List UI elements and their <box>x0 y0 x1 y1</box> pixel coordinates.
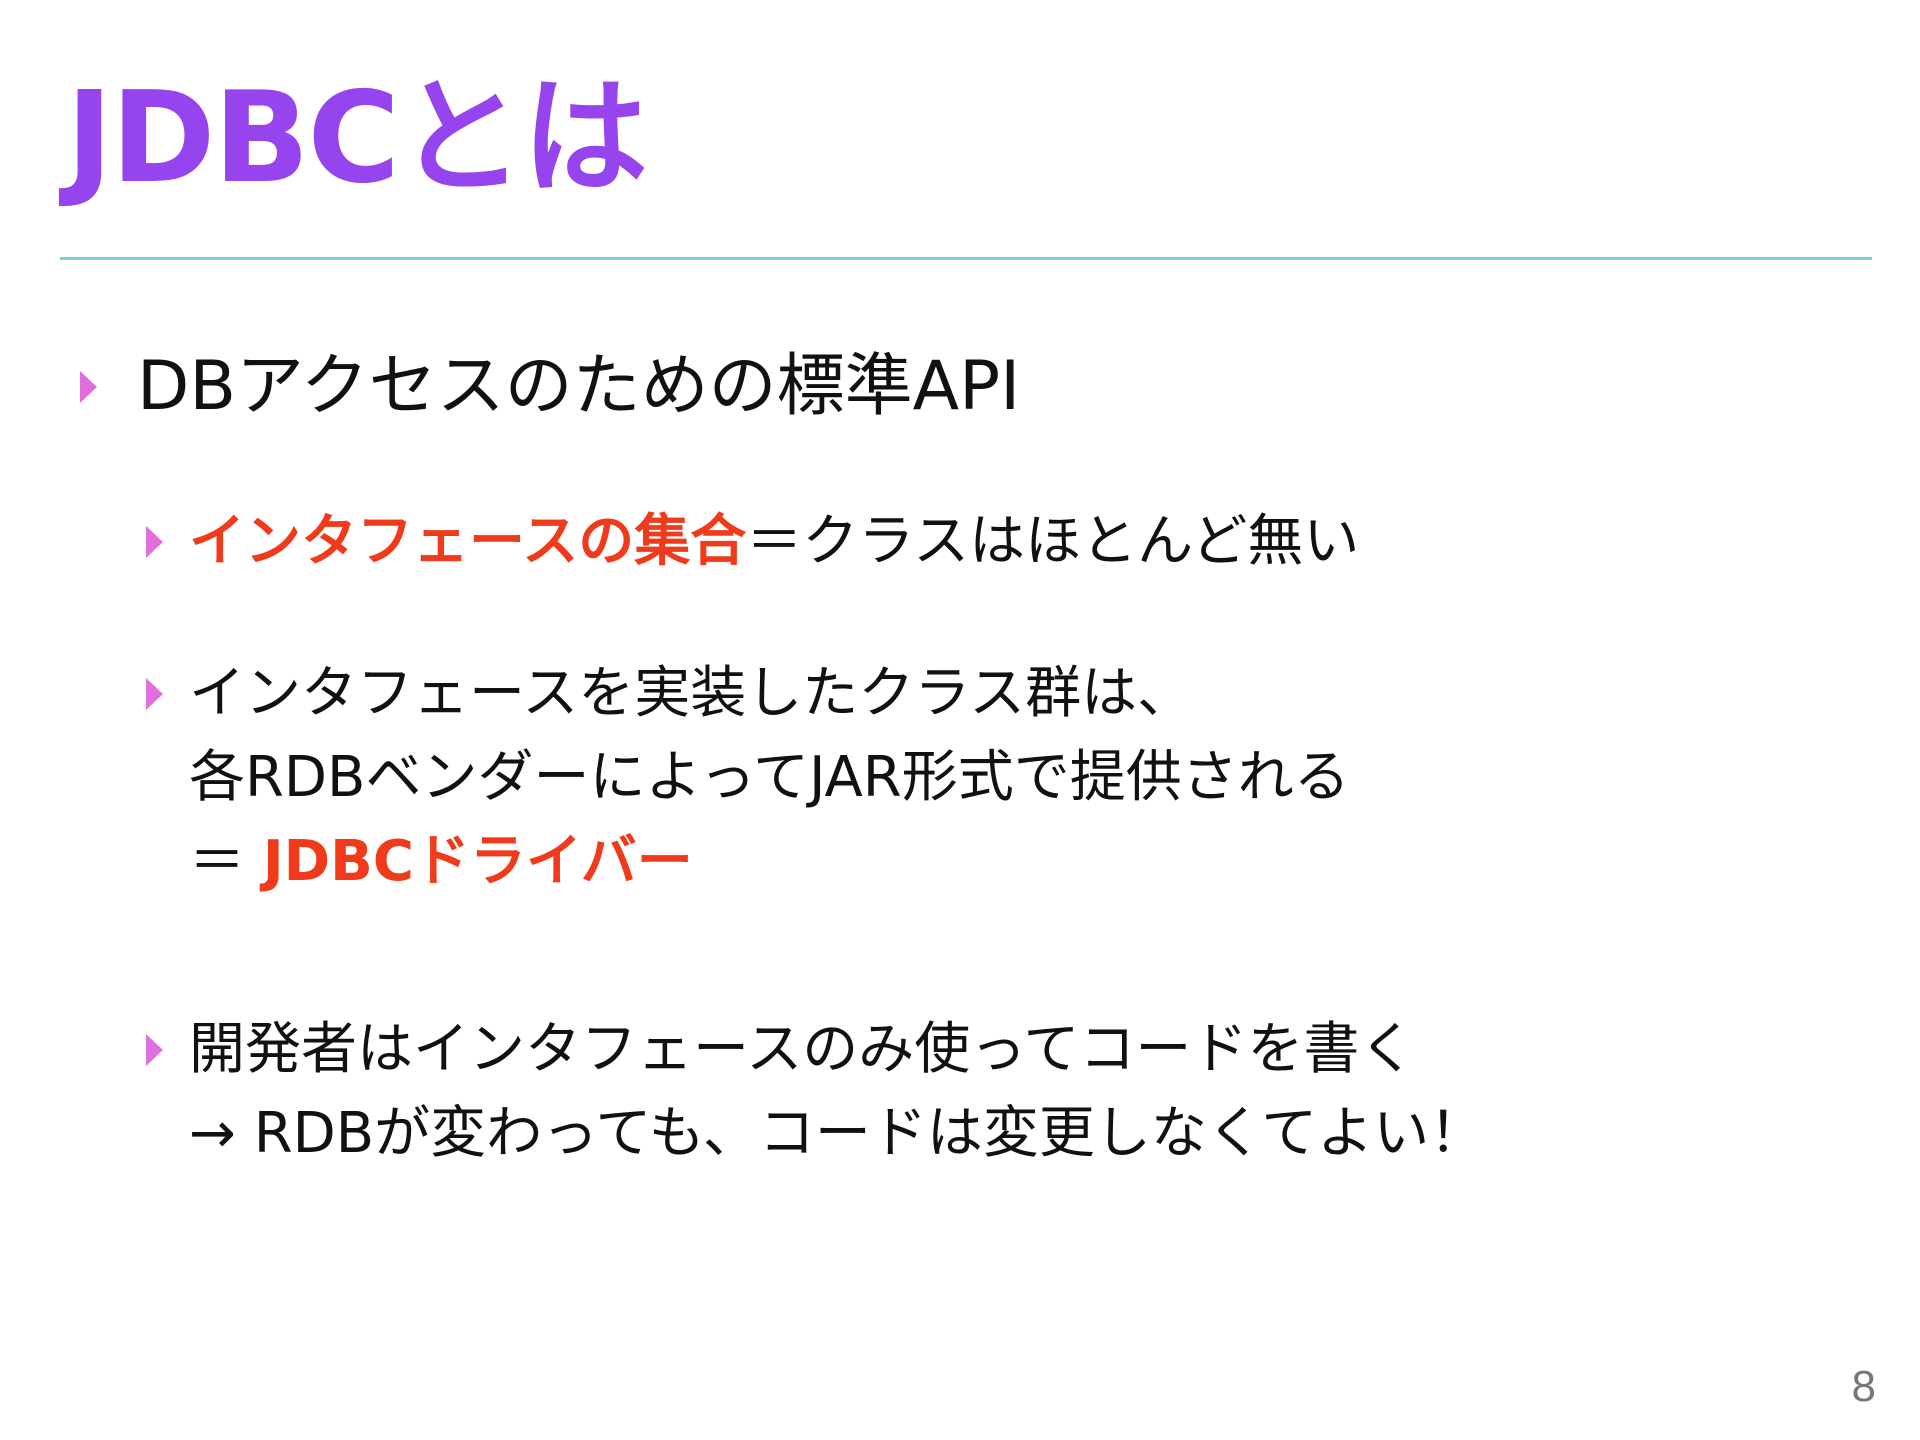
bullet-line: 各RDBベンダーによってJAR形式で提供される <box>189 745 1350 810</box>
bullet-line: インタフェースを実装したクラス群は、 <box>189 661 1194 726</box>
bullet-developer-code: 開発者はインタフェースのみ使ってコードを書く → RDBが変わっても、コードは変… <box>146 1008 1485 1176</box>
triangle-bullet-icon <box>146 526 163 558</box>
bullet-text: ＝クラスはほとんど無い <box>746 509 1360 574</box>
emphasis-text: JDBCドライバー <box>262 829 693 894</box>
bullet-text: DBアクセスのための標準API <box>137 347 1021 426</box>
bullet-interface-collection: インタフェースの集合＝クラスはほとんど無い <box>146 500 1359 584</box>
triangle-bullet-icon <box>146 1034 163 1066</box>
title-divider <box>60 257 1872 260</box>
emphasis-text: インタフェースの集合 <box>189 509 747 574</box>
triangle-bullet-icon <box>80 371 97 403</box>
equals-prefix: ＝ <box>189 829 263 894</box>
bullet-line: → RDBが変わっても、コードは変更しなくてよい！ <box>189 1101 1486 1166</box>
page-number: 8 <box>1851 1362 1876 1411</box>
bullet-line: 開発者はインタフェースのみ使ってコードを書く <box>189 1017 1416 1082</box>
bullet-level1-standard-api: DBアクセスのための標準API <box>80 342 1020 432</box>
slide-title: JDBCとは <box>66 64 648 211</box>
triangle-bullet-icon <box>146 678 163 710</box>
bullet-jdbc-driver: インタフェースを実装したクラス群は、 各RDBベンダーによってJAR形式で提供さ… <box>146 652 1350 904</box>
